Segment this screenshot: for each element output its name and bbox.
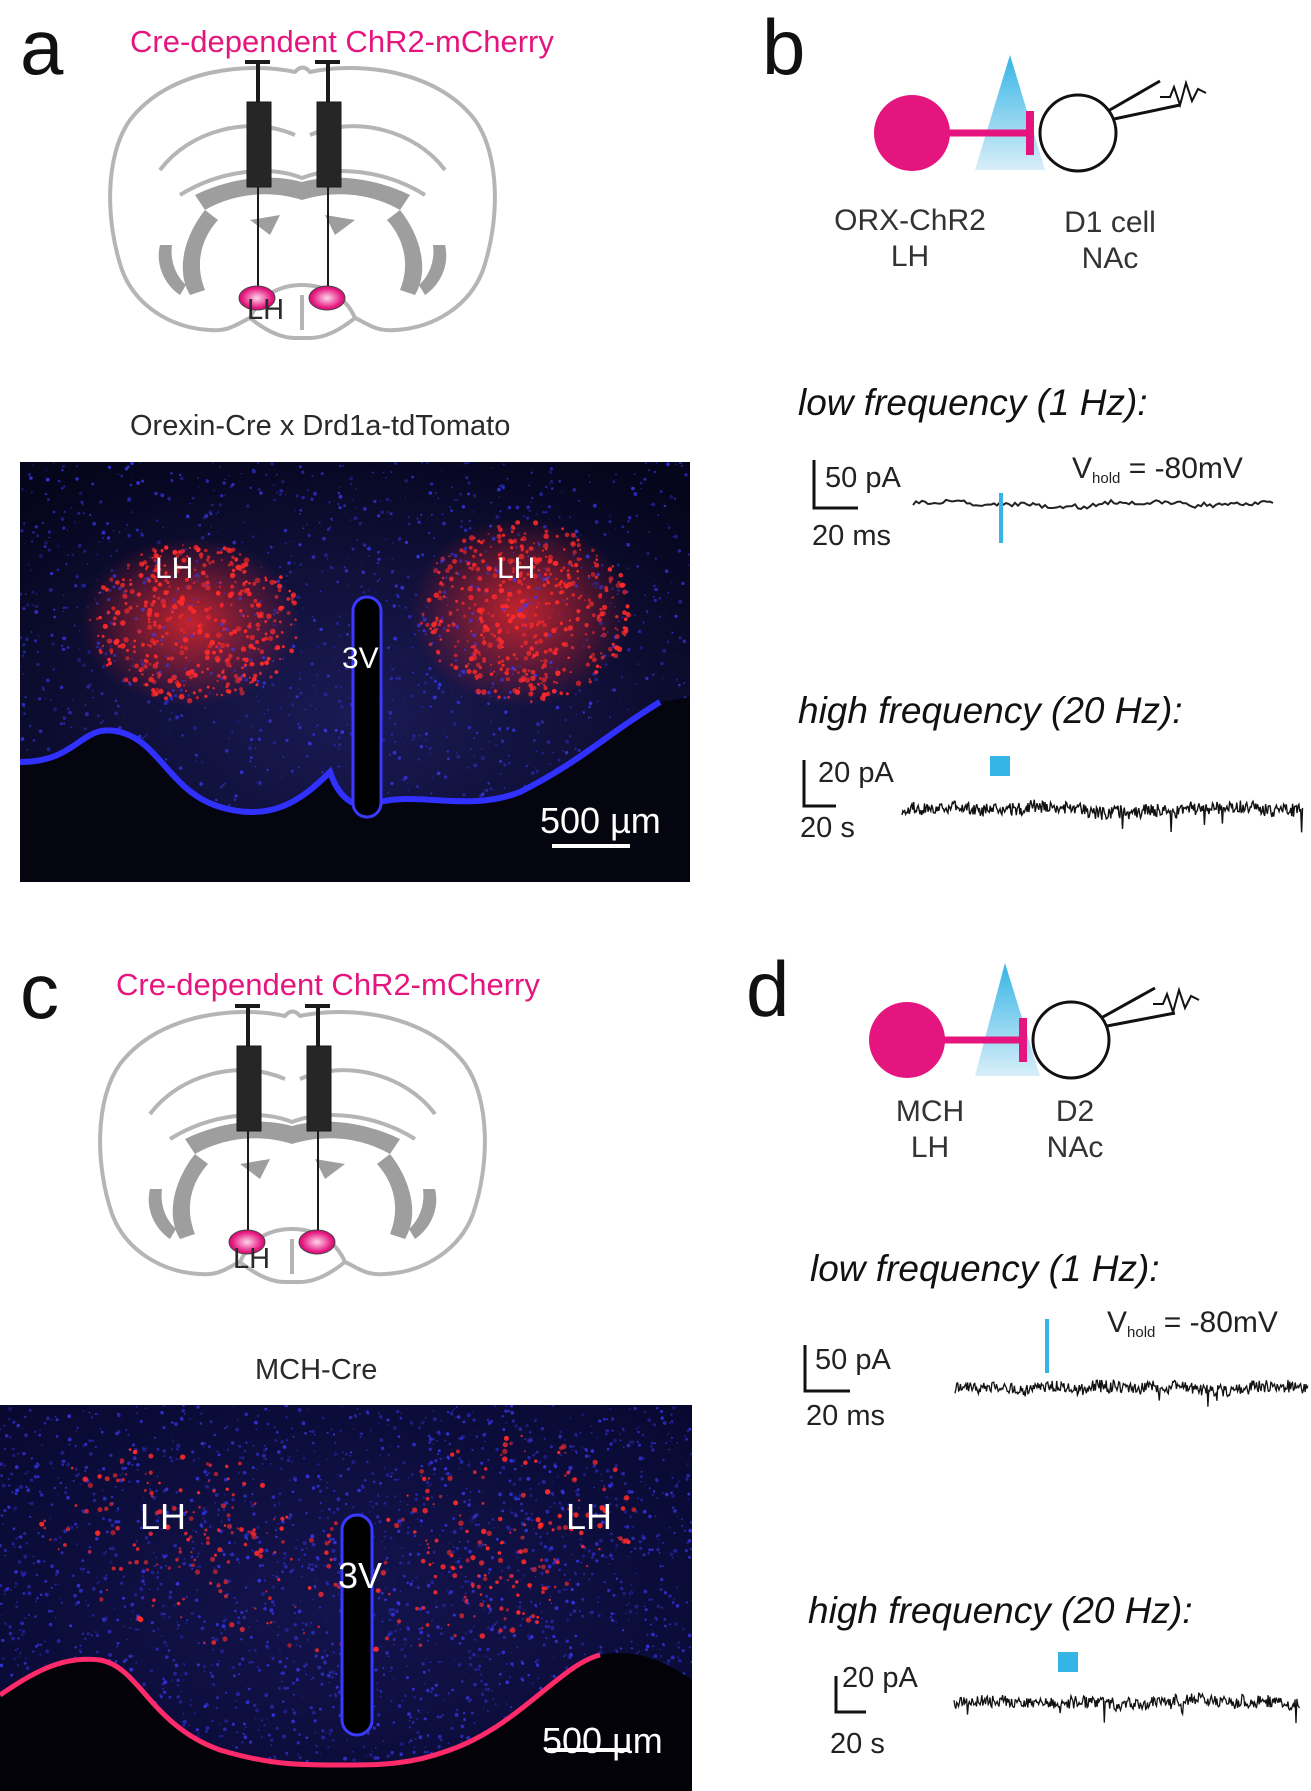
mouse-line-c: MCH-Cre (255, 1354, 378, 1386)
panel-letter-d: d (746, 945, 790, 1033)
low-scale-y-d: 50 pA (815, 1344, 891, 1376)
micro-lh-left-c: LH (140, 1496, 187, 1537)
brain-lh-label-c: LH (233, 1243, 271, 1275)
micrograph-image-c (0, 1405, 692, 1791)
mouse-line-a: Orexin-Cre x Drd1a-tdTomato (130, 410, 511, 442)
low-scale-x-d: 20 ms (806, 1400, 885, 1432)
micro-ventricle-a: 3V (342, 642, 379, 675)
panel-letter-a: a (20, 3, 64, 91)
micro-scale-c: 500 µm (542, 1720, 663, 1761)
postsynaptic-cell-d (1031, 1000, 1111, 1080)
virus-label-c: Cre-dependent ChR2-mCherry (116, 967, 540, 1002)
micrograph-image-a (20, 462, 690, 882)
low-frequency-title-b: low frequency (1 Hz): (798, 382, 1148, 423)
scale-bar-high-d (834, 1676, 866, 1714)
low-scale-x-b: 20 ms (812, 520, 891, 552)
high-scale-x-d: 20 s (830, 1728, 885, 1760)
low-frequency-title-d: low frequency (1 Hz): (810, 1248, 1160, 1289)
brain-schematic-c (98, 1004, 487, 1284)
scale-bar-high-b (802, 760, 836, 808)
holding-potential-b: Vhold = -80mV (1072, 452, 1243, 487)
light-cone-b (975, 55, 1045, 170)
high-scale-x-b: 20 s (800, 812, 855, 844)
micro-lh-right-c: LH (566, 1496, 613, 1537)
micro-ventricle-c: 3V (338, 1555, 383, 1596)
micro-lh-right-a: LH (497, 552, 536, 585)
high-frequency-title-b: high frequency (20 Hz): (798, 690, 1183, 731)
virus-label-a: Cre-dependent ChR2-mCherry (130, 24, 554, 59)
high-scale-y-d: 20 pA (842, 1662, 918, 1694)
panel-letter-c: c (20, 947, 59, 1035)
presynaptic-cell-b (874, 95, 950, 171)
brain-schematic-a (108, 60, 497, 340)
micrograph-c (0, 1405, 692, 1791)
low-frequency-trace-d (803, 1319, 1309, 1407)
circuit-diagram-b (874, 55, 1207, 173)
high-frequency-title-d: high frequency (20 Hz): (808, 1590, 1193, 1631)
light-train-b (990, 756, 1010, 776)
micro-lh-left-a: LH (155, 552, 194, 585)
low-frequency-trace-b (812, 460, 1274, 543)
micro-scale-a: 500 µm (540, 800, 661, 841)
brain-lh-label-a: LH (247, 294, 285, 326)
light-train-d (1058, 1652, 1078, 1672)
high-scale-y-b: 20 pA (818, 757, 894, 789)
postsynaptic-cell-b (1038, 93, 1118, 173)
presynaptic-cell-d (869, 1002, 945, 1078)
light-cone-d (975, 963, 1040, 1076)
panel-letter-b: b (762, 3, 806, 91)
micrograph-a (20, 462, 690, 882)
holding-potential-d: Vhold = -80mV (1107, 1306, 1278, 1341)
low-scale-y-b: 50 pA (825, 462, 901, 494)
high-frequency-trace-b (802, 756, 1304, 833)
scale-bar-low-d (803, 1345, 850, 1393)
high-frequency-trace-d (834, 1652, 1301, 1724)
scale-bar-low-b (812, 460, 858, 510)
circuit-diagram-d (869, 963, 1200, 1080)
